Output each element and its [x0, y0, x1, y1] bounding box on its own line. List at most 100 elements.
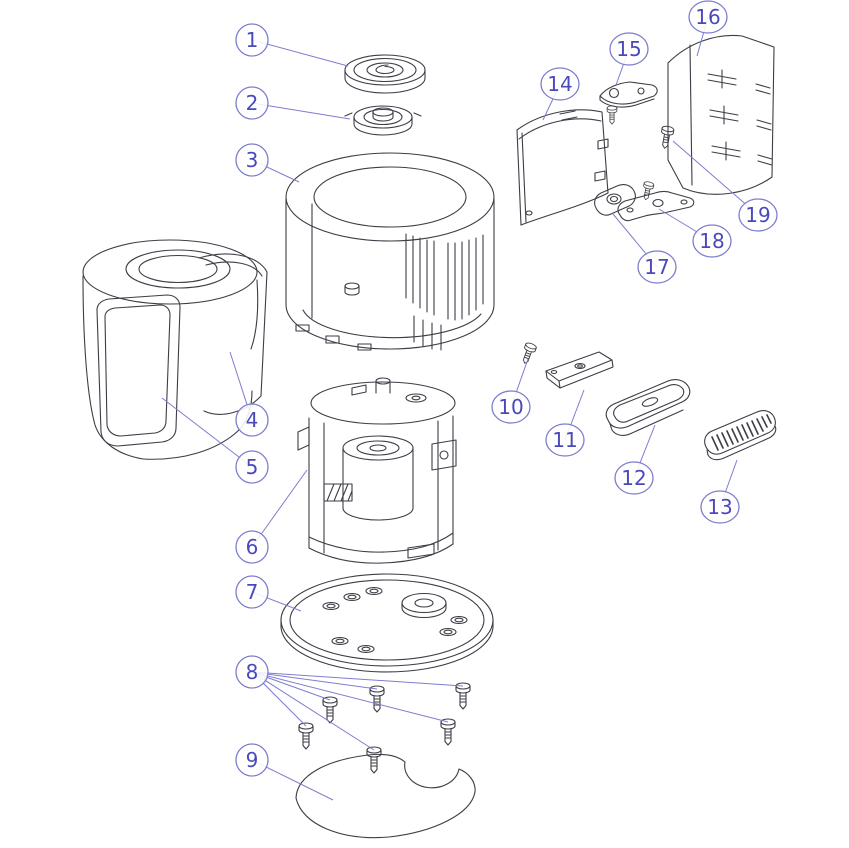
leader-line — [251, 671, 449, 723]
callout-bubble — [235, 655, 269, 689]
parts-layer — [82, 34, 777, 839]
part-13-grille — [704, 410, 777, 461]
leader-line — [251, 671, 375, 751]
callout-14: 14 — [540, 67, 580, 121]
part-19-screw-small — [658, 124, 675, 150]
callout-6: 6 — [235, 469, 308, 564]
screw — [606, 105, 618, 125]
screw — [455, 682, 471, 710]
callout-9: 9 — [235, 743, 334, 801]
callout-number: 13 — [707, 495, 732, 519]
callout-13: 13 — [700, 459, 740, 524]
part-15-mounting-bracket — [599, 81, 658, 108]
part-6-motor-assembly — [297, 377, 457, 564]
callout-number: 2 — [246, 91, 259, 115]
part-9-bottom-cover — [295, 753, 476, 839]
callout-number: 12 — [621, 466, 646, 490]
callout-bubble — [540, 67, 580, 101]
screw — [440, 718, 456, 746]
part-10-screw-small — [519, 341, 538, 366]
part-1-top-cap — [344, 54, 426, 94]
callout-number: 6 — [246, 535, 259, 559]
part-4-inner-shell — [198, 253, 268, 415]
callout-bubble — [700, 490, 740, 524]
leader-line — [251, 671, 464, 687]
part-12-bracket — [605, 379, 691, 436]
callout-15: 15 — [609, 32, 649, 86]
callout-bubble — [235, 450, 269, 484]
leader-line — [161, 397, 253, 468]
callout-bubble — [688, 0, 728, 34]
callout-bubble — [235, 575, 269, 609]
callout-bubble — [235, 143, 269, 177]
callout-number: 11 — [552, 428, 577, 452]
callout-bubble — [235, 530, 269, 564]
callout-10: 10 — [491, 358, 531, 424]
callout-5: 5 — [161, 397, 269, 484]
callout-bubble — [235, 403, 269, 437]
vent-slots-lower — [413, 315, 442, 351]
leader-line — [251, 671, 378, 690]
part-3-cylindrical-housing — [285, 152, 495, 351]
part-8-screws — [298, 682, 471, 774]
callout-bubble — [692, 224, 732, 258]
part-18-lever-arm — [617, 190, 695, 222]
callout-number: 15 — [616, 37, 641, 61]
callout-number: 8 — [246, 660, 259, 684]
callout-bubble — [609, 32, 649, 66]
callout-1: 1 — [235, 23, 349, 67]
callout-number: 17 — [644, 255, 669, 279]
front-window-outer — [96, 294, 181, 447]
leader-line — [672, 140, 759, 216]
callout-number: 1 — [246, 28, 259, 52]
part-14-side-door-panel — [516, 109, 609, 226]
screw — [298, 722, 314, 750]
grille-hatch — [711, 414, 772, 451]
part-11-latch-plate — [545, 351, 614, 389]
screw — [366, 746, 382, 774]
screw — [658, 124, 675, 150]
callout-number: 3 — [246, 148, 259, 172]
callout-bubble — [614, 461, 654, 495]
part-17-pivot-bracket — [594, 184, 636, 216]
screw — [369, 685, 385, 713]
callout-3: 3 — [235, 143, 300, 183]
callout-number: 7 — [246, 580, 259, 604]
front-window-inner — [104, 304, 171, 437]
callout-12: 12 — [614, 424, 656, 495]
callout-number: 5 — [246, 455, 259, 479]
callout-number: 9 — [246, 748, 259, 772]
callout-number: 16 — [695, 5, 720, 29]
callout-18: 18 — [658, 208, 732, 258]
callout-bubble — [637, 250, 677, 284]
callout-11: 11 — [545, 389, 585, 457]
callout-bubble — [235, 23, 269, 57]
vent-slots — [405, 233, 484, 321]
callout-number: 4 — [246, 408, 259, 432]
part-2-bearing-hub — [344, 105, 422, 136]
part-7-base-plate — [280, 573, 494, 673]
mount-tabs — [295, 324, 372, 351]
part-5-outer-shell — [82, 239, 259, 460]
callout-bubble — [235, 86, 269, 120]
callout-number: 18 — [699, 229, 724, 253]
callout-2: 2 — [235, 86, 351, 120]
callout-16: 16 — [688, 0, 728, 57]
callout-4: 4 — [229, 351, 269, 437]
callout-bubble — [545, 423, 585, 457]
callout-bubble — [738, 198, 778, 232]
callout-bubble — [235, 743, 269, 777]
callout-bubble — [491, 390, 531, 424]
callout-number: 10 — [498, 395, 523, 419]
callout-17: 17 — [612, 213, 677, 284]
callout-19: 19 — [672, 140, 778, 232]
callout-8: 8 — [235, 655, 464, 751]
screw — [519, 341, 538, 366]
callout-number: 19 — [745, 203, 770, 227]
part-16-side-panel — [667, 34, 775, 195]
callout-7: 7 — [235, 575, 302, 612]
screw — [640, 180, 655, 202]
